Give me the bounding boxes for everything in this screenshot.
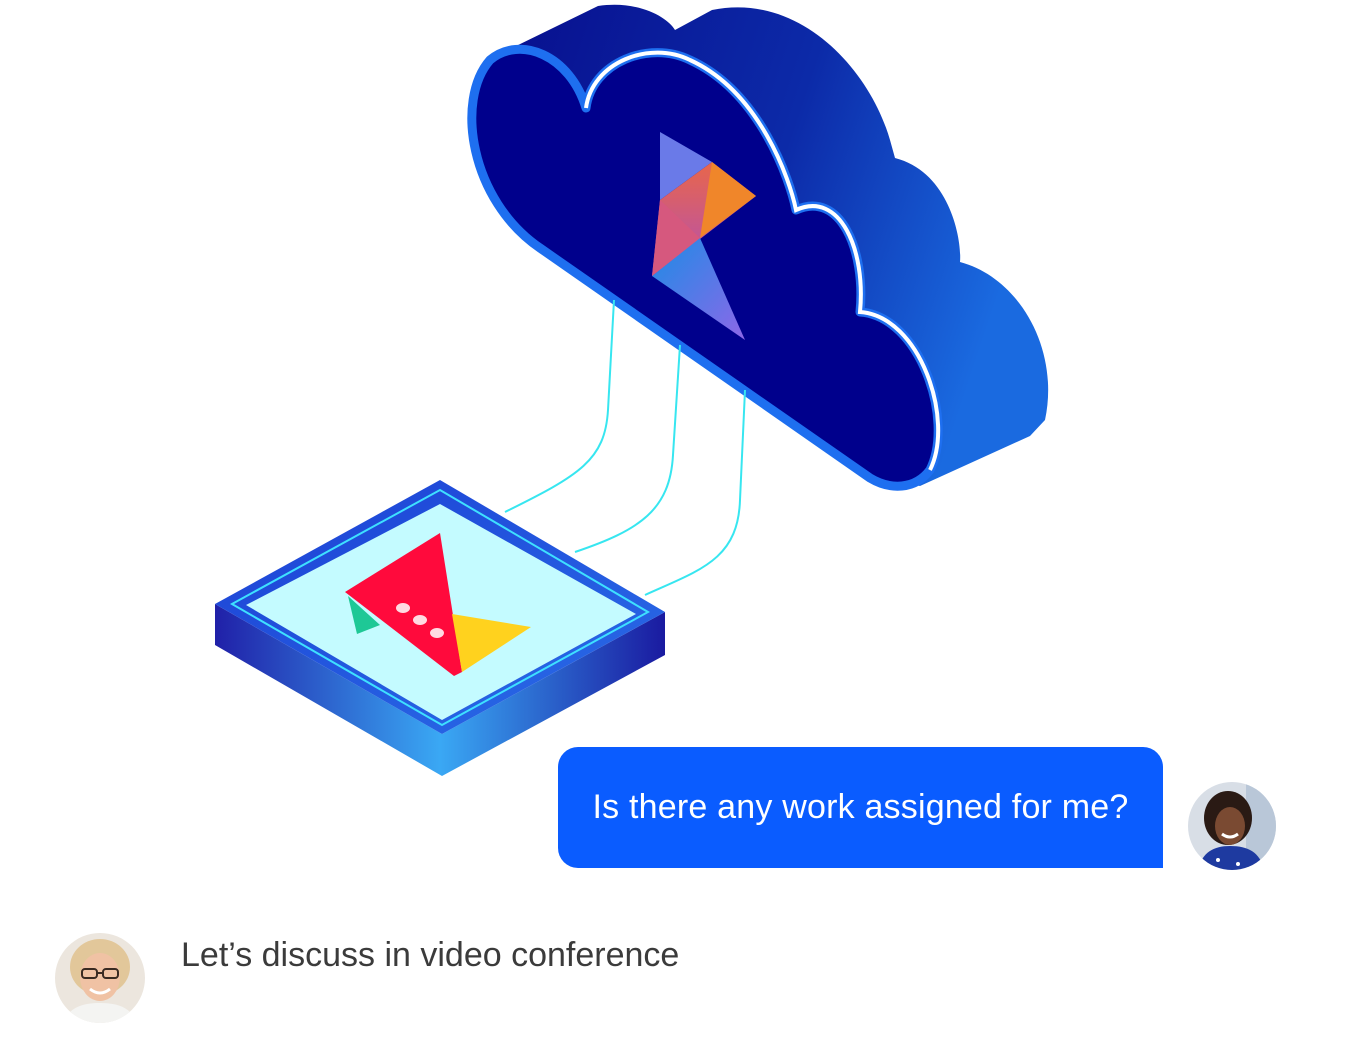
cloud-icon bbox=[467, 4, 1049, 491]
typing-dots-icon bbox=[396, 603, 444, 638]
outgoing-message-bubble: Is there any work assigned for me? bbox=[558, 747, 1163, 868]
outgoing-message-text: Is there any work assigned for me? bbox=[592, 788, 1129, 826]
kore-logo-icon bbox=[652, 132, 756, 340]
chat-device-icon bbox=[215, 480, 665, 776]
incoming-message-text: Let’s discuss in video conference bbox=[181, 936, 680, 974]
agent-avatar bbox=[55, 933, 145, 1023]
connector-lines bbox=[504, 299, 746, 596]
user-avatar bbox=[1188, 782, 1276, 870]
